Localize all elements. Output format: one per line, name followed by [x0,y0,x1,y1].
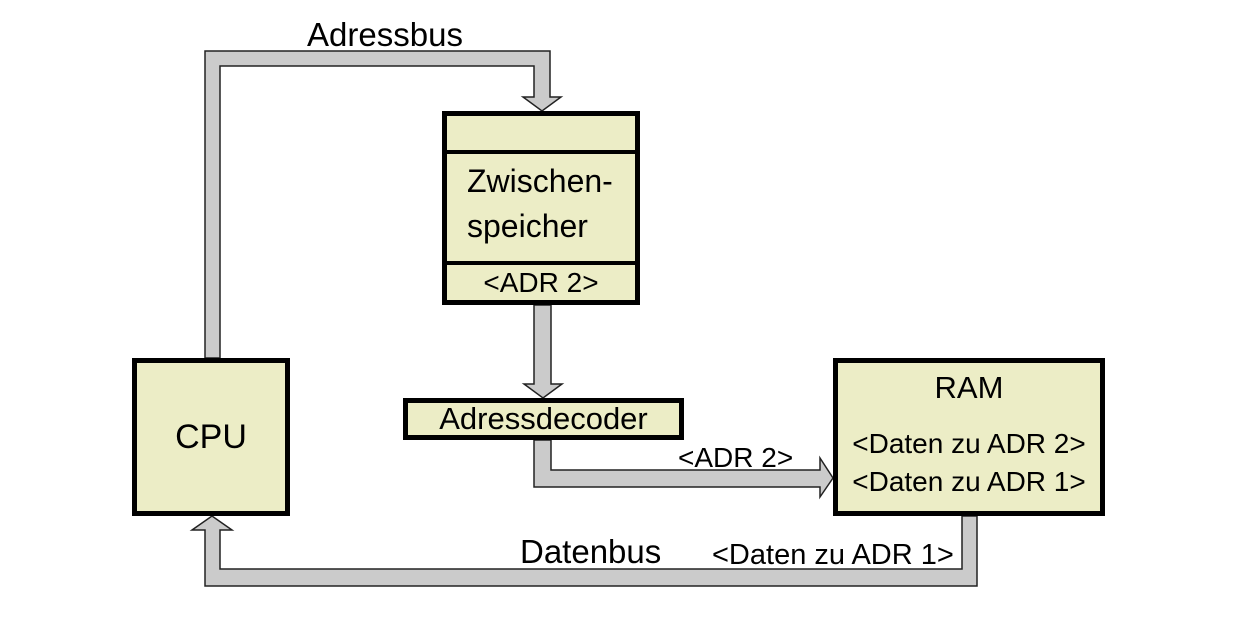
zwischenspeicher-name: Zwischen- speicher [447,154,635,261]
zwischenspeicher-address-slot: <ADR 2> [447,265,635,300]
address-pipe-buffer-to-decoder [521,304,565,399]
ram-row-adr2: <Daten zu ADR 2> [852,428,1086,459]
adressbus-pipe [204,50,564,359]
adressdecoder-box: Adressdecoder [403,398,684,440]
datenbus-pipe [189,515,978,587]
adressbus-label: Adressbus [307,16,463,53]
address-pipe-decoder-to-ram [533,439,834,500]
datenbus-data-tag: <Daten zu ADR 1> [712,539,954,571]
ram-rows: <Daten zu ADR 2> <Daten zu ADR 1> [838,425,1100,501]
zwischenspeicher-address-value: <ADR 2> [483,266,599,298]
cpu-box: CPU [132,358,290,516]
adr2-arrow-label: <ADR 2> [678,442,794,473]
zwischenspeicher-name-line2: speicher [467,208,588,244]
adressdecoder-label: Adressdecoder [439,401,648,436]
cpu-label: CPU [175,417,247,456]
ram-box: RAM <Daten zu ADR 2> <Daten zu ADR 1> [833,358,1105,516]
ram-row-adr1: <Daten zu ADR 1> [852,466,1086,497]
zwischenspeicher-divider-top [447,150,635,154]
zwischenspeicher-name-line1: Zwischen- [467,163,613,199]
zwischenspeicher-divider-bottom [447,261,635,265]
zwischenspeicher-empty-slot [447,116,635,150]
ram-title: RAM [934,370,1004,405]
zwischenspeicher-box: Zwischen- speicher <ADR 2> [442,111,640,305]
datenbus-label: Datenbus [520,533,662,570]
